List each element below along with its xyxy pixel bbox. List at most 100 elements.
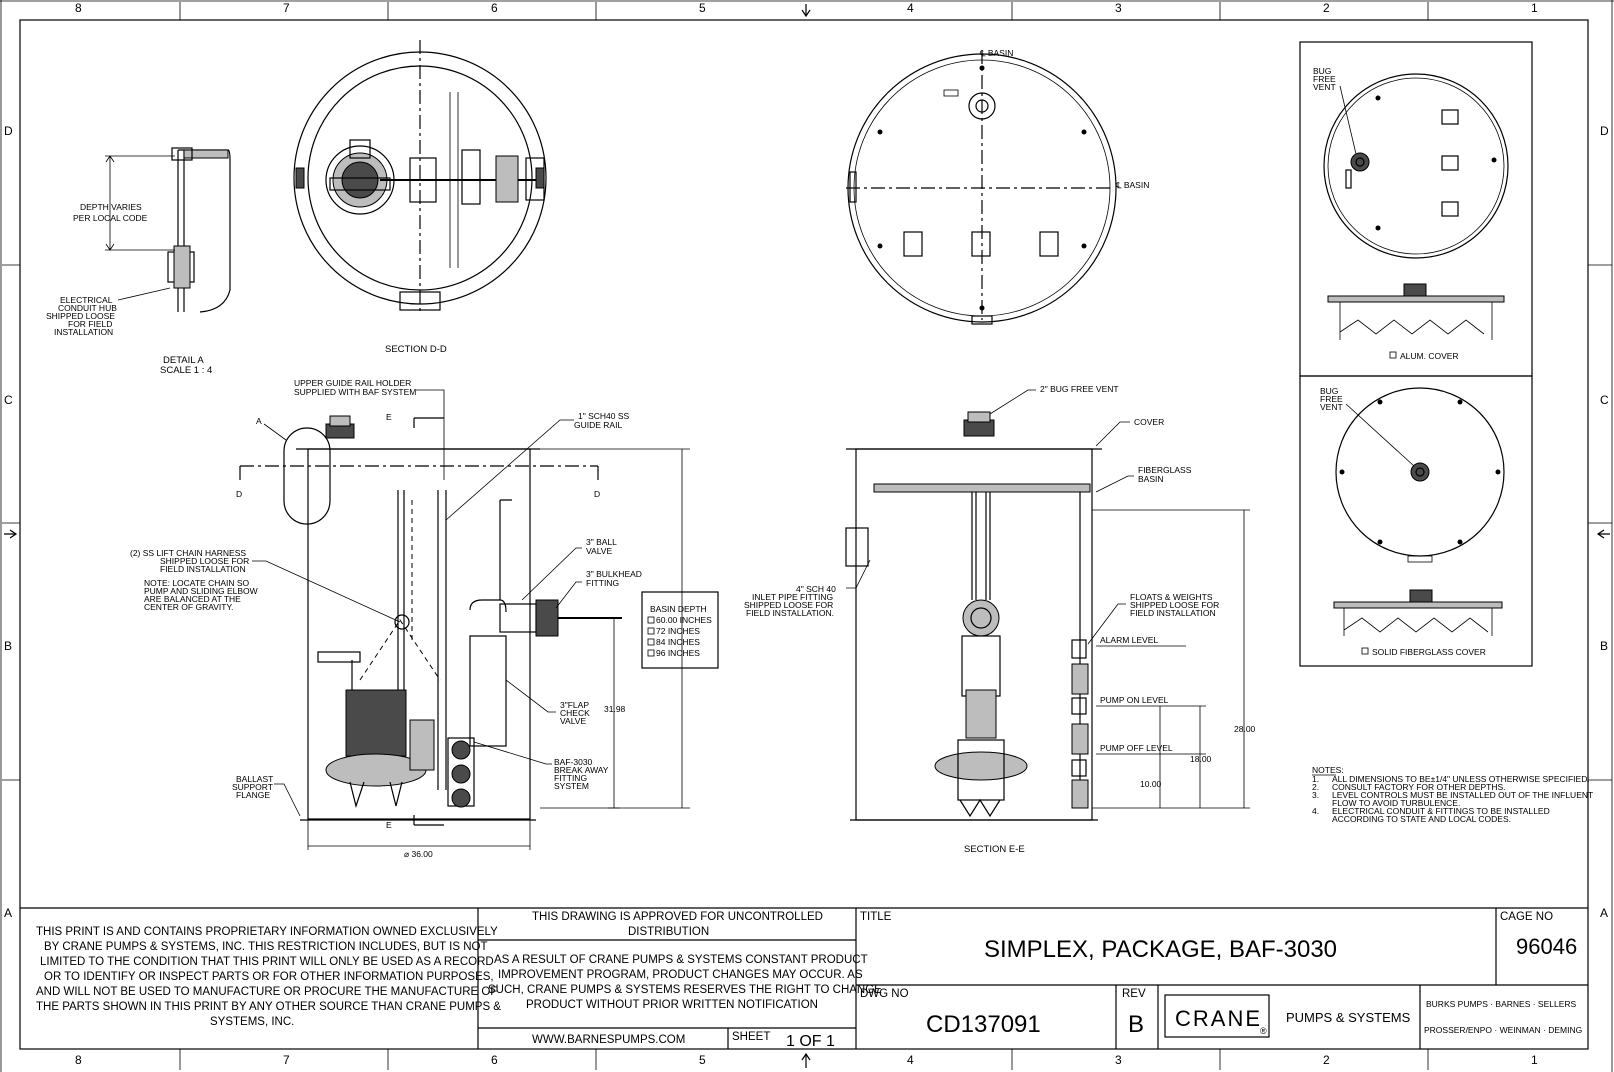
basin-depth-96: 96 INCHES [656, 648, 700, 658]
proprietary-line-7: SYSTEMS, INC. [210, 1016, 294, 1028]
label-bug-vent: 2" BUG FREE VENT [1040, 384, 1119, 394]
zone-col-4: 4 [907, 1, 914, 15]
detail-a-title: DETAIL A [163, 355, 204, 366]
alum-vent-label-3: VENT [1313, 82, 1336, 92]
label-basin-1: FIBERGLASS [1138, 465, 1192, 475]
label-baf-3: FITTING [554, 773, 587, 783]
dwg-label: DWG NO [860, 988, 909, 1000]
detail-a-scale: SCALE 1 : 4 [160, 365, 212, 376]
basin-depth-60: 60.00 INCHES [656, 615, 712, 625]
label-chain-note-4: CENTER OF GRAVITY. [144, 602, 233, 612]
solid-vent-label-2: FREE [1320, 394, 1343, 404]
label-inlet-2: INLET PIPE FITTING [752, 592, 833, 602]
zone-col-6-bottom: 6 [491, 1053, 498, 1067]
label-ball-valve-2: VALVE [586, 546, 612, 556]
section-ee-title: SECTION E-E [964, 844, 1025, 855]
note-3-text: LEVEL CONTROLS MUST BE INSTALLED OUT OF … [1332, 790, 1593, 800]
zone-row-a: A [4, 906, 12, 920]
cut-a-label: A [256, 416, 262, 426]
note-3-num: 3. [1312, 790, 1319, 800]
label-baf-1: BAF-3030 [554, 757, 593, 767]
basin-depth-84: 84 INCHES [656, 637, 700, 647]
label-guide-rail-1: 1" SCH40 SS [578, 411, 630, 421]
section-ee-view: ALARM LEVEL PUMP ON LEVEL PUMP OFF LEVEL… [744, 384, 1256, 855]
label-inlet-4: FIELD INSTALLATION. [746, 608, 834, 618]
sheet-label: SHEET [732, 1031, 770, 1043]
zone-col-7: 7 [283, 1, 290, 15]
label-chain-note-2: PUMP AND SLIDING ELBOW [144, 586, 258, 596]
note-1-text: ALL DIMENSIONS TO BE±1/4" UNLESS OTHERWI… [1332, 774, 1590, 784]
note-2-num: 2. [1312, 782, 1319, 792]
basin-depth-72: 72 INCHES [656, 626, 700, 636]
label-chain-note-1: NOTE: LOCATE CHAIN SO [144, 578, 250, 588]
note-4-cont: ACCORDING TO STATE AND LOCAL CODES. [1332, 814, 1511, 824]
brands-line-1: BURKS PUMPS · BARNES · SELLERS [1426, 999, 1577, 1009]
zone-col-8-bottom: 8 [75, 1053, 82, 1067]
label-baf-4: SYSTEM [554, 781, 589, 791]
zone-row-b-right: B [1600, 639, 1608, 653]
solid-cover-panel: BUG FREE VENT SOLID FIBERGLASS COVER [1299, 375, 1533, 667]
changes-line-1: AS A RESULT OF CRANE PUMPS & SYSTEMS CON… [494, 954, 868, 966]
label-chain-2: SHIPPED LOOSE FOR [160, 556, 249, 566]
label-alarm-level: ALARM LEVEL [1100, 635, 1158, 645]
label-flap-2: CHECK [560, 708, 590, 718]
cage-label: CAGE NO [1500, 911, 1553, 923]
dim-31-98: 31.98 [604, 704, 626, 714]
detail-a-depth-line-2: PER LOCAL CODE [73, 213, 148, 223]
zone-col-1-bottom: 1 [1531, 1053, 1538, 1067]
zone-col-5-bottom: 5 [699, 1053, 706, 1067]
label-inlet-3: SHIPPED LOOSE FOR [744, 600, 833, 610]
label-upper-holder-2: SUPPLIED WITH BAF SYSTEM [294, 387, 416, 397]
label-chain-3: FIELD INSTALLATION [160, 564, 246, 574]
rev-value: B [1128, 1011, 1144, 1038]
zone-col-3: 3 [1115, 1, 1122, 15]
label-floats-2: SHIPPED LOOSE FOR [1130, 600, 1219, 610]
website-link[interactable]: WWW.BARNESPUMPS.COM [532, 1034, 685, 1046]
detail-a-hub-line-4: FOR FIELD [68, 319, 112, 329]
proprietary-line-1: THIS PRINT IS AND CONTAINS PROPRIETARY I… [36, 926, 498, 938]
zone-row-d: D [4, 124, 13, 138]
label-pump-on: PUMP ON LEVEL [1100, 695, 1169, 705]
label-chain-1: (2) SS LIFT CHAIN HARNESS [130, 548, 246, 558]
section-dd-view: SECTION D-D [293, 40, 547, 355]
zone-row-b: B [4, 639, 12, 653]
front-elevation-view: D D A E E [130, 378, 719, 859]
label-baf-2: BREAK AWAY [554, 765, 609, 775]
top-view-centerline-label-2: ℄ BASIN [1115, 180, 1149, 190]
changes-line-2: IMPROVEMENT PROGRAM, PRODUCT CHANGES MAY… [498, 969, 863, 981]
zone-col-2: 2 [1323, 1, 1330, 15]
proprietary-line-3: LIMITED TO THE CONDITION THAT THIS PRINT… [40, 956, 494, 968]
zone-col-3-bottom: 3 [1115, 1053, 1122, 1067]
detail-a-hub-line-3: SHIPPED LOOSE [46, 311, 115, 321]
notes-heading: NOTES: [1312, 765, 1344, 775]
detail-a-depth-line-1: DEPTH VARIES [80, 202, 142, 212]
zone-col-5: 5 [699, 1, 706, 15]
detail-a-hub-line-2: CONDUIT HUB [58, 303, 117, 313]
dim-28: 28.00 [1234, 724, 1256, 734]
title-label: TITLE [860, 911, 892, 923]
cut-d-left: D [236, 489, 242, 499]
zone-col-4-bottom: 4 [907, 1053, 914, 1067]
cage-value: 96046 [1516, 934, 1577, 959]
proprietary-line-2: BY CRANE PUMPS & SYSTEMS, INC. THIS REST… [44, 941, 487, 953]
drawing-title: SIMPLEX, PACKAGE, BAF-3030 [984, 936, 1337, 963]
pumps-systems: PUMPS & SYSTEMS [1286, 1010, 1411, 1025]
section-dd-title: SECTION D-D [385, 344, 447, 355]
rev-label: REV [1122, 988, 1146, 1000]
crane-logo-mark: ® [1260, 1026, 1267, 1036]
approved-line-1: THIS DRAWING IS APPROVED FOR UNCONTROLLE… [532, 911, 823, 923]
title-block: THIS PRINT IS AND CONTAINS PROPRIETARY I… [20, 907, 1588, 1050]
note-1-num: 1. [1312, 774, 1319, 784]
label-ballast-2: SUPPORT [232, 782, 273, 792]
proprietary-line-5: AND WILL NOT BE USED TO MANUFACTURE OR P… [36, 986, 497, 998]
label-floats-1: FLOATS & WEIGHTS [1130, 592, 1213, 602]
changes-line-3: SUCH, CRANE PUMPS & SYSTEMS RESERVES THE… [488, 984, 882, 996]
approved-line-2: DISTRIBUTION [628, 926, 709, 938]
sheet-value: 1 OF 1 [786, 1033, 835, 1050]
solid-cover-label: SOLID FIBERGLASS COVER [1372, 647, 1486, 657]
note-2-text: CONSULT FACTORY FOR OTHER DEPTHS. [1332, 782, 1506, 792]
crane-logo: CRANE [1175, 1006, 1262, 1031]
label-floats-3: FIELD INSTALLATION [1130, 608, 1216, 618]
cut-d-right: D [594, 489, 600, 499]
